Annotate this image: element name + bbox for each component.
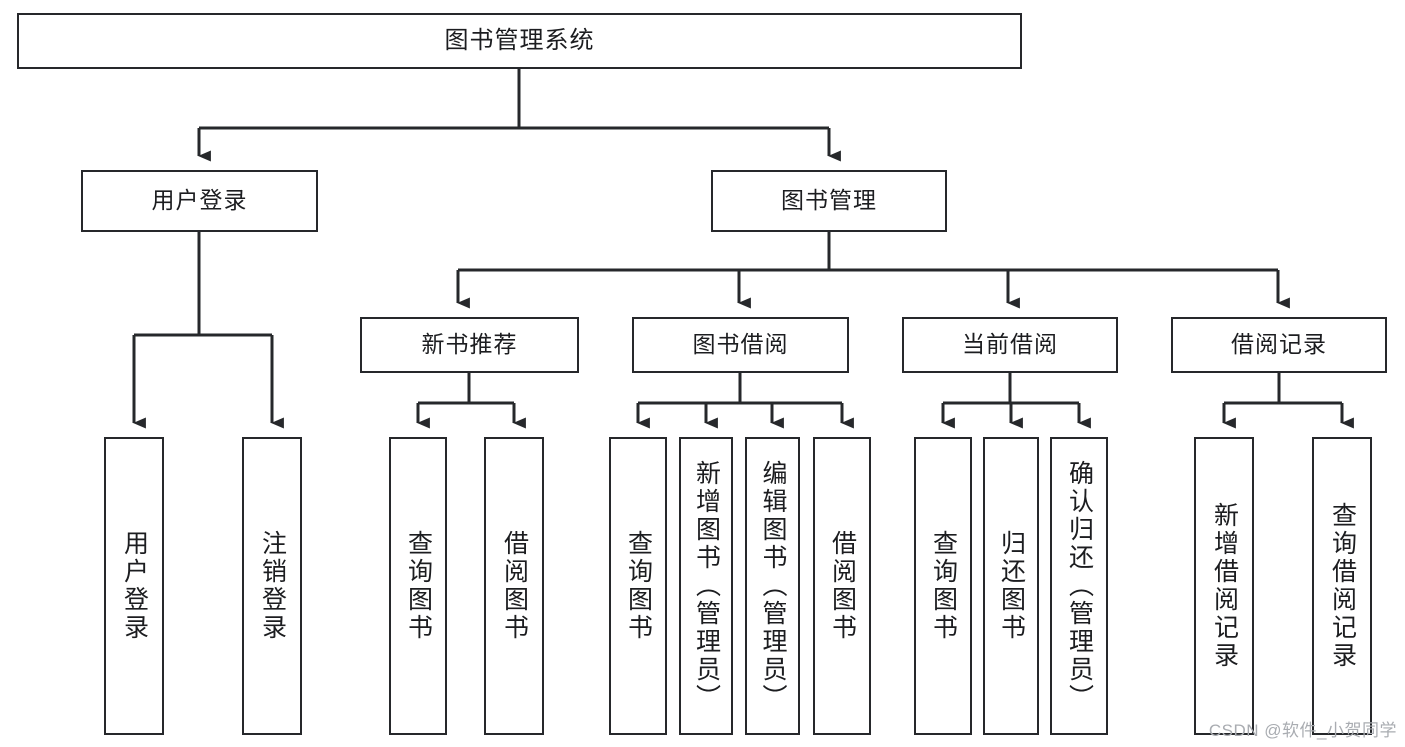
node-borrow-record[interactable]: 借阅记录 — [1171, 317, 1387, 373]
node-user-login[interactable]: 用户登录 — [81, 170, 318, 232]
node-root-label: 图书管理系统 — [444, 26, 595, 54]
leaf-label: 查询借阅记录 — [1328, 502, 1357, 670]
leaf-label: 借阅图书 — [828, 530, 857, 642]
leaf-query-book-current[interactable]: 查询图书 — [914, 437, 972, 735]
leaf-label: 新增图书（管理员） — [692, 460, 721, 712]
leaf-label: 归还图书 — [997, 530, 1026, 642]
leaf-return-book[interactable]: 归还图书 — [983, 437, 1039, 735]
node-new-book-recommend-label: 新书推荐 — [421, 331, 518, 358]
leaf-label: 查询图书 — [929, 530, 958, 642]
node-current-borrow-label: 当前借阅 — [962, 331, 1058, 358]
node-root[interactable]: 图书管理系统 — [17, 13, 1022, 69]
leaf-label: 用户登录 — [120, 530, 149, 642]
leaf-label: 查询图书 — [624, 530, 653, 642]
leaf-user-login[interactable]: 用户登录 — [104, 437, 164, 735]
leaf-label: 确认归还（管理员） — [1065, 460, 1094, 712]
leaf-borrow-book[interactable]: 借阅图书 — [813, 437, 871, 735]
leaf-confirm-return-admin[interactable]: 确认归还（管理员） — [1050, 437, 1108, 735]
leaf-edit-book-admin[interactable]: 编辑图书（管理员） — [745, 437, 800, 735]
node-book-borrow[interactable]: 图书借阅 — [632, 317, 849, 373]
node-book-borrow-label: 图书借阅 — [692, 331, 789, 358]
node-book-management-label: 图书管理 — [781, 187, 877, 214]
leaf-query-borrow-record[interactable]: 查询借阅记录 — [1312, 437, 1372, 735]
leaf-query-book-new[interactable]: 查询图书 — [389, 437, 447, 735]
leaf-label: 注销登录 — [258, 530, 287, 642]
node-borrow-record-label: 借阅记录 — [1231, 331, 1327, 358]
leaf-label: 查询图书 — [404, 530, 433, 642]
node-user-login-label: 用户登录 — [151, 187, 248, 214]
leaf-borrow-book-new[interactable]: 借阅图书 — [484, 437, 544, 735]
leaf-label: 编辑图书（管理员） — [759, 460, 787, 712]
leaf-label: 借阅图书 — [500, 530, 529, 642]
leaf-query-book[interactable]: 查询图书 — [609, 437, 667, 735]
node-current-borrow[interactable]: 当前借阅 — [902, 317, 1118, 373]
leaf-logout-login[interactable]: 注销登录 — [242, 437, 302, 735]
leaf-add-borrow-record[interactable]: 新增借阅记录 — [1194, 437, 1254, 735]
leaf-add-book-admin[interactable]: 新增图书（管理员） — [679, 437, 733, 735]
node-new-book-recommend[interactable]: 新书推荐 — [360, 317, 579, 373]
node-book-management[interactable]: 图书管理 — [711, 170, 947, 232]
leaf-label: 新增借阅记录 — [1210, 502, 1239, 670]
